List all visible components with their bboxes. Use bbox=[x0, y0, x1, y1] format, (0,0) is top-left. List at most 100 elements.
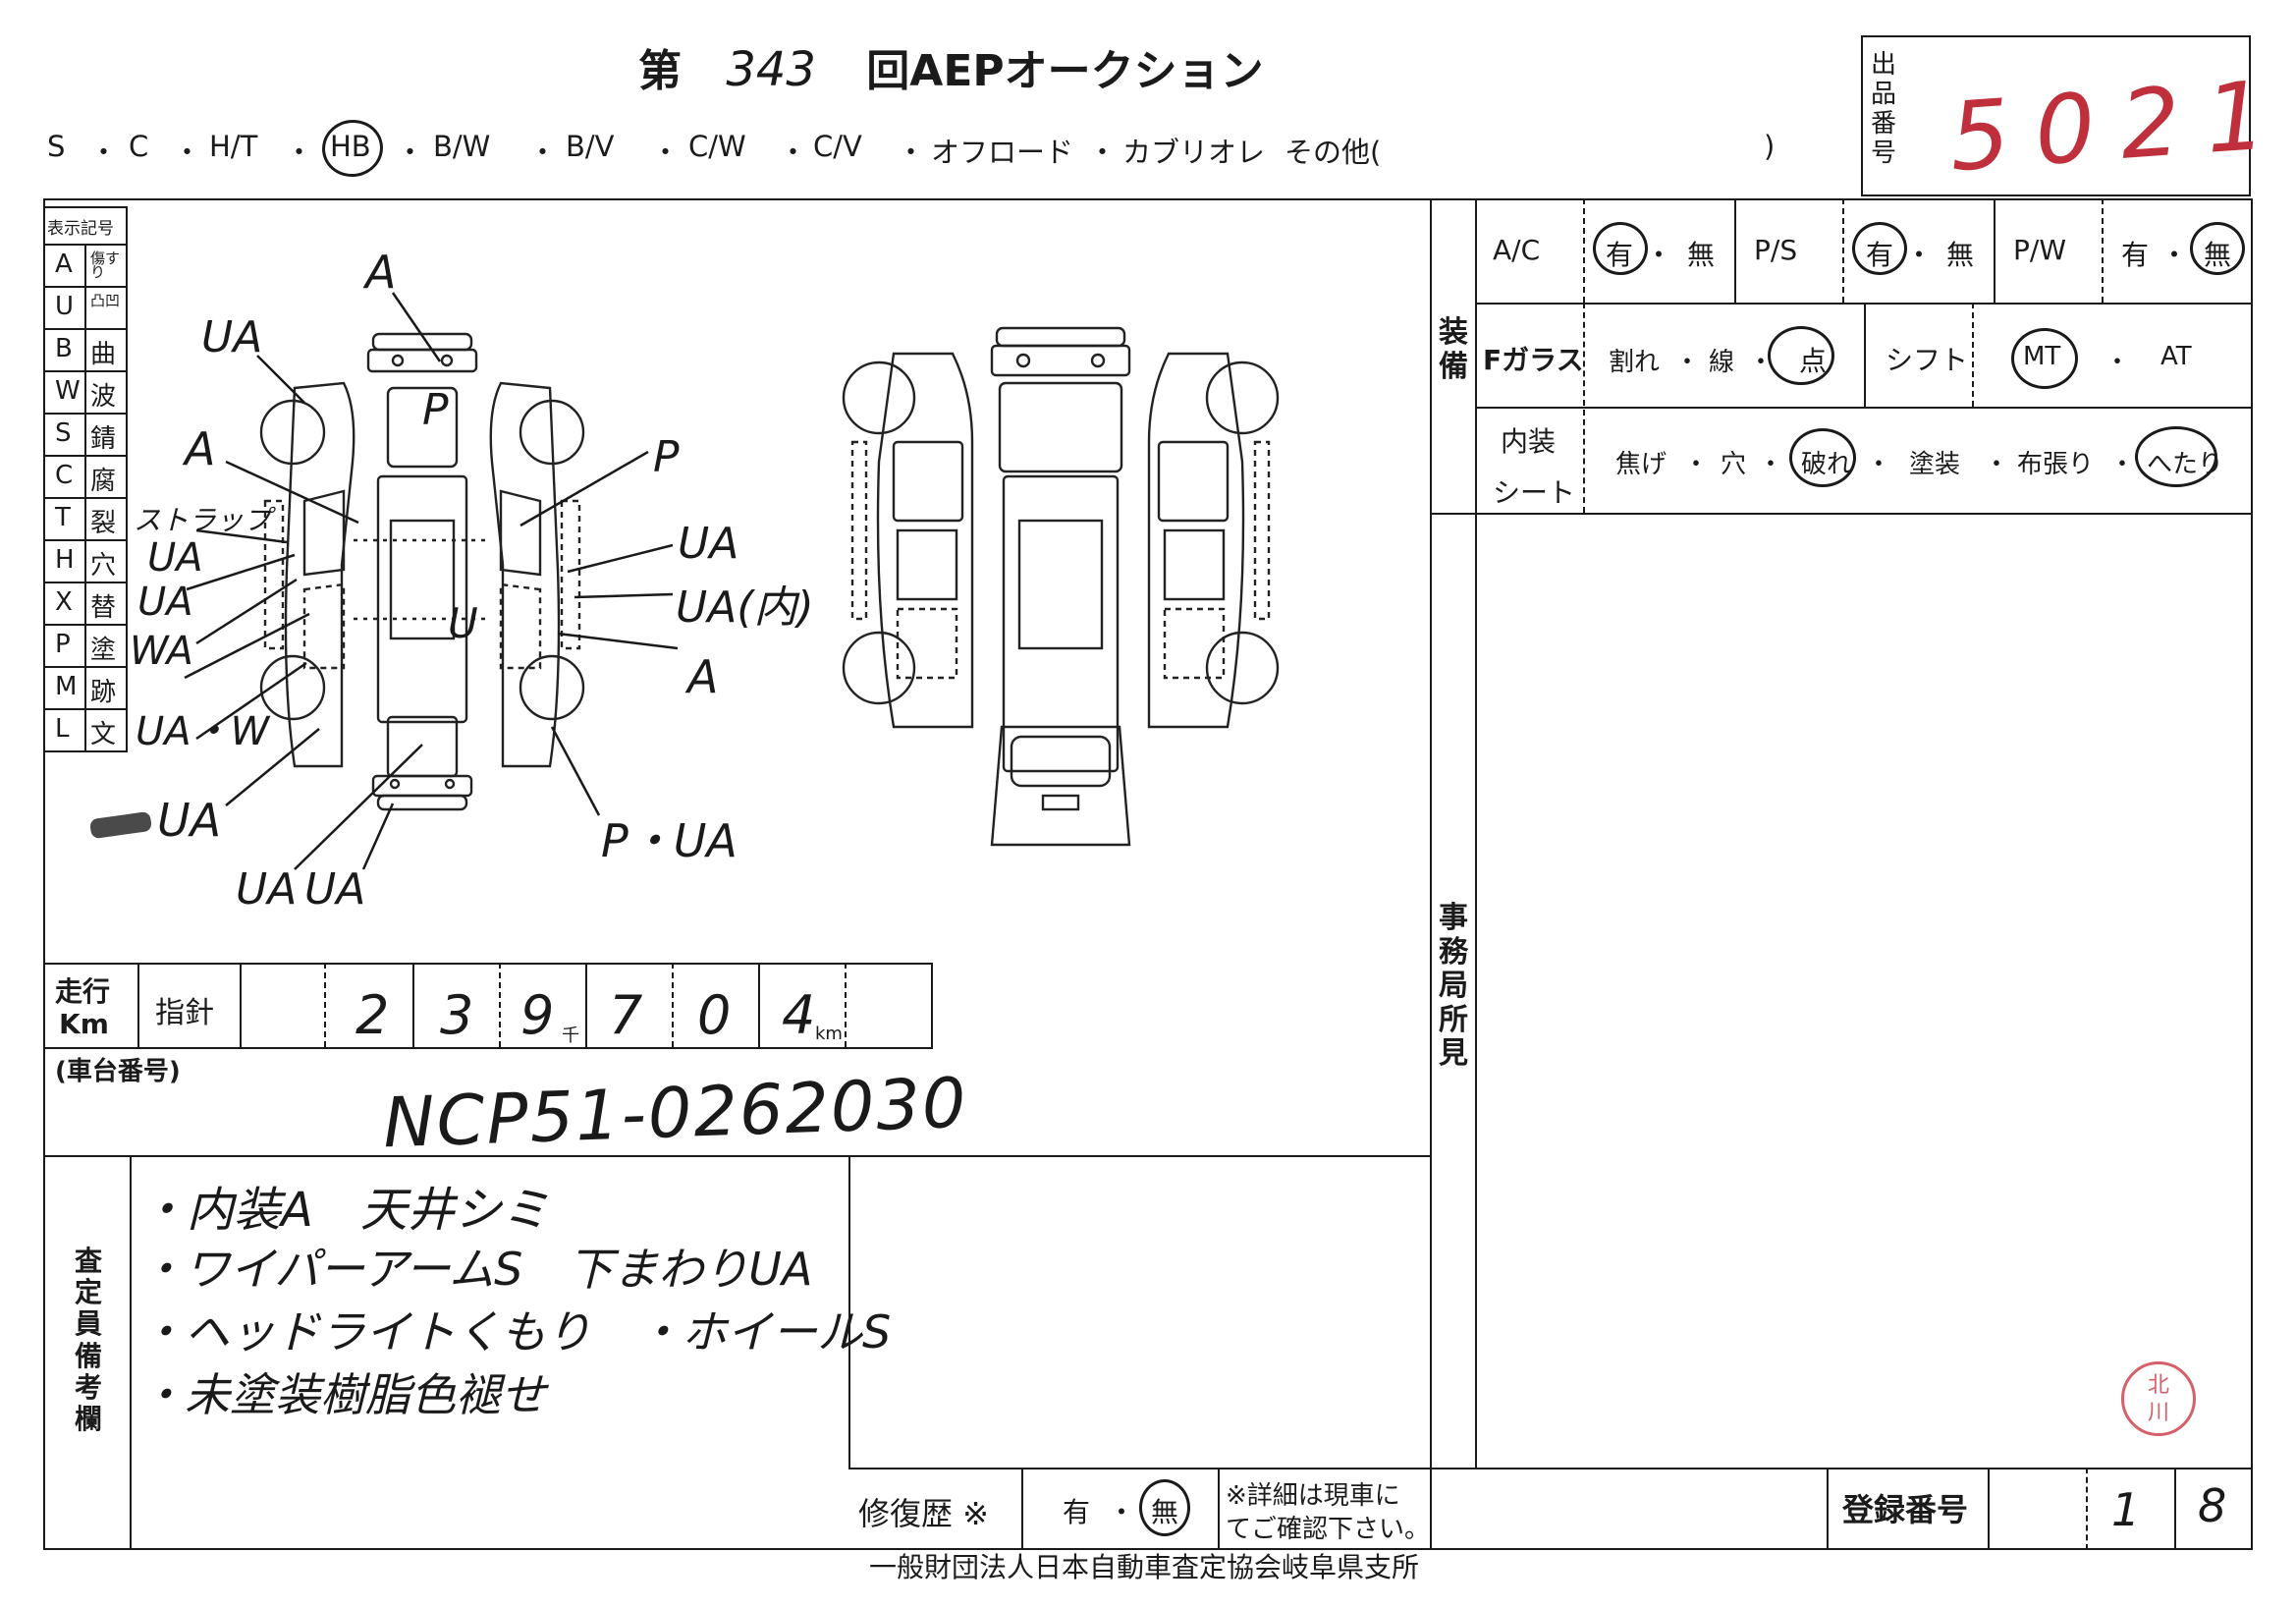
title-suffix: 回AEPオークション bbox=[866, 46, 1264, 96]
ac-no[interactable]: 無 bbox=[1687, 239, 1716, 271]
title-prefix: 第 bbox=[638, 46, 682, 96]
repair-circle bbox=[1139, 1479, 1190, 1536]
ps-circle bbox=[1852, 222, 1907, 275]
legend-code: C bbox=[55, 461, 74, 490]
lot-label: 出品番号 bbox=[1870, 50, 1896, 168]
remark-line-2: ・ワイパーアームS 下まわりUA bbox=[139, 1243, 813, 1296]
body-type-cabriolet[interactable]: カブリオレ bbox=[1122, 136, 1266, 169]
remarks-label: 査定員備考欄 bbox=[74, 1245, 102, 1435]
car-diagram-left bbox=[259, 332, 585, 811]
repair-yes[interactable]: 有 bbox=[1063, 1496, 1091, 1528]
mark-ua-bottom-2: UA bbox=[236, 864, 298, 915]
legend-code: U bbox=[55, 292, 75, 321]
mark-ua-1: UA bbox=[201, 312, 263, 362]
sep: ・ bbox=[89, 136, 119, 169]
legend-meaning: 凸凹 bbox=[90, 292, 121, 309]
shift-circle bbox=[2011, 328, 2078, 389]
legend-code: A bbox=[55, 250, 73, 279]
legend-meaning: 錆 bbox=[90, 424, 117, 454]
body-type-other[interactable]: その他( bbox=[1285, 136, 1382, 169]
pw-circle bbox=[2190, 222, 2245, 275]
ac-label: A/C bbox=[1493, 234, 1541, 266]
remark-line-4: ・未塗装樹脂色褪せ bbox=[139, 1368, 546, 1421]
legend-code: T bbox=[55, 503, 71, 532]
interior-label-2: シート bbox=[1493, 476, 1576, 509]
registration-value-2: 8 bbox=[2198, 1479, 2227, 1532]
body-type-cw[interactable]: C/W bbox=[688, 130, 746, 163]
tear-circle bbox=[1789, 428, 1856, 487]
legend-meaning: 塗 bbox=[90, 636, 117, 665]
interior-paint[interactable]: 塗装 bbox=[1909, 450, 1961, 479]
sep: ・ bbox=[897, 136, 926, 169]
stamp: 北川 bbox=[2121, 1361, 2196, 1436]
legend-code: B bbox=[55, 334, 73, 363]
body-type-s[interactable]: S bbox=[47, 130, 66, 163]
legend-meaning: 替 bbox=[90, 593, 117, 623]
mark-a-top: A bbox=[365, 246, 397, 299]
glass-label: Fガラス bbox=[1483, 344, 1584, 376]
thousand-mark: 千 bbox=[562, 1026, 579, 1046]
body-type-c[interactable]: C bbox=[129, 130, 149, 163]
digit-3: 9 bbox=[520, 984, 555, 1046]
mark-p-ua: P・UA bbox=[601, 814, 738, 867]
sep: ・ bbox=[396, 136, 425, 169]
pw-label: P/W bbox=[2013, 234, 2067, 266]
mark-ua-w: UA・W bbox=[136, 709, 270, 754]
glass-line[interactable]: 線 bbox=[1709, 348, 1735, 377]
body-type-hb[interactable]: HB bbox=[330, 130, 371, 163]
interior-label-1: 内装 bbox=[1501, 425, 1557, 458]
chassis-label: (車台番号) bbox=[55, 1057, 181, 1086]
body-type-offroad[interactable]: オフロード bbox=[931, 136, 1074, 169]
sep: ・ bbox=[285, 136, 314, 169]
interior-hole[interactable]: 穴 bbox=[1721, 450, 1747, 479]
digit-6: 4 bbox=[782, 984, 816, 1046]
mark-ua-right-1: UA bbox=[678, 519, 739, 569]
body-type-bw[interactable]: B/W bbox=[433, 130, 491, 163]
sep: ・ bbox=[779, 136, 808, 169]
body-type-bv[interactable]: B/V bbox=[566, 130, 615, 163]
legend-meaning: 波 bbox=[90, 382, 117, 412]
main-frame bbox=[43, 198, 2253, 1550]
repair-label: 修復歴 ※ bbox=[858, 1495, 989, 1532]
shift-at[interactable]: AT bbox=[2160, 342, 2192, 371]
sep: ・ bbox=[173, 136, 202, 169]
legend-code: X bbox=[55, 587, 73, 617]
body-type-cv[interactable]: C/V bbox=[813, 130, 862, 163]
leader-lines bbox=[184, 292, 679, 870]
registration-label: 登録番号 bbox=[1842, 1491, 1969, 1528]
repair-note-2: てご確認下さい。 bbox=[1226, 1515, 1431, 1544]
legend-meaning: 曲 bbox=[90, 340, 117, 369]
interior-burn[interactable]: 焦げ bbox=[1615, 450, 1667, 479]
sep: ・ bbox=[651, 136, 681, 169]
body-type-other-close: ) bbox=[1764, 130, 1776, 163]
legend-meaning: 腐 bbox=[90, 467, 117, 496]
sep: ・ bbox=[528, 136, 558, 169]
ps-no[interactable]: 無 bbox=[1946, 239, 1975, 271]
legend-code: M bbox=[55, 672, 78, 701]
mark-ua-bottom-3: UA bbox=[304, 864, 366, 915]
legend-code: S bbox=[55, 418, 72, 448]
registration-value-1: 1 bbox=[2111, 1483, 2141, 1536]
km-unit: km bbox=[815, 1024, 843, 1044]
mark-wa: WA bbox=[130, 629, 193, 674]
frame-divider-v2 bbox=[1475, 198, 1477, 1468]
digit-4: 7 bbox=[609, 984, 643, 1046]
legend-meaning: 文 bbox=[90, 720, 117, 749]
body-type-ht[interactable]: H/T bbox=[209, 130, 258, 163]
digit-1: 2 bbox=[355, 984, 390, 1046]
legend-code: L bbox=[55, 714, 70, 744]
sag-circle bbox=[2135, 426, 2217, 487]
equipment-label: 装備 bbox=[1439, 315, 1468, 384]
legend-code: H bbox=[55, 545, 75, 575]
glass-crack[interactable]: 割れ bbox=[1609, 348, 1661, 377]
needle-label: 指針 bbox=[155, 996, 214, 1030]
mark-p-right: P bbox=[653, 432, 680, 482]
interior-fabric[interactable]: 布張り bbox=[2017, 450, 2095, 479]
sep: ・ bbox=[1088, 136, 1118, 169]
mark-a-right: A bbox=[687, 650, 719, 703]
mark-a-left: A bbox=[185, 422, 216, 475]
mileage-label-2: Km bbox=[59, 1008, 109, 1040]
pw-yes[interactable]: 有 bbox=[2121, 239, 2150, 271]
legend-meaning: 傷すり bbox=[90, 250, 121, 281]
digit-5: 0 bbox=[697, 984, 732, 1046]
